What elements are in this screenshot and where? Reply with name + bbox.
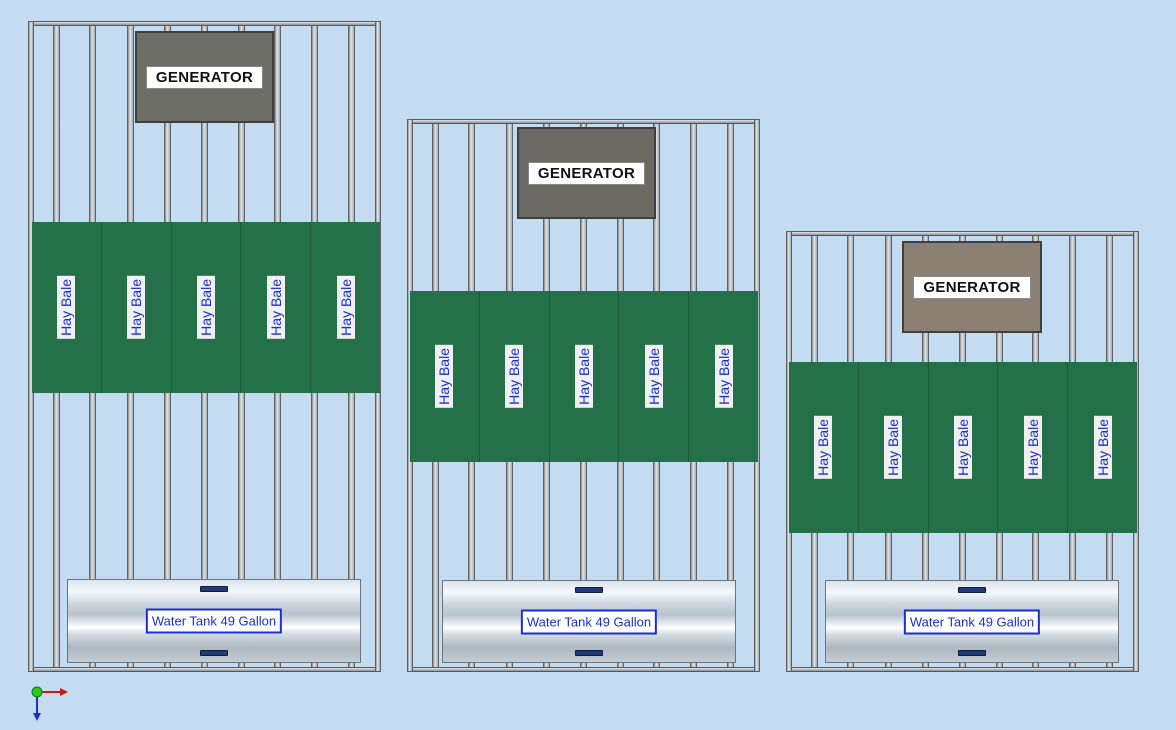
water-tank-label: Water Tank 49 Gallon [520,609,658,634]
bottom-rail [407,667,760,672]
hay-bale[interactable]: Hay Bale [100,222,171,393]
hay-bale-label: Hay Bale [714,345,733,408]
hay-bale[interactable]: Hay Bale [170,222,241,393]
hay-bale-label: Hay Bale [953,416,972,479]
hay-bale[interactable]: Hay Bale [240,222,310,393]
axis-triad-icon [31,686,68,721]
cage-frame-1: GENERATOR Hay Bale Hay Bale Hay Bale Hay… [28,21,381,672]
hay-bale-label: Hay Bale [644,345,663,408]
hay-bale-label: Hay Bale [266,276,285,339]
hay-bale[interactable]: Hay Bale [548,291,619,462]
hay-bale-label: Hay Bale [196,276,215,339]
hay-bale-row: Hay Bale Hay Bale Hay Bale Hay Bale Hay … [410,291,758,462]
generator-label: GENERATOR [913,275,1031,299]
water-tank-label: Water Tank 49 Gallon [145,608,283,634]
generator-box[interactable]: GENERATOR [135,31,274,123]
cage-frame-3: GENERATOR Hay Bale Hay Bale Hay Bale Hay… [786,231,1139,672]
bottom-rail [786,667,1139,672]
hay-bale[interactable]: Hay Bale [927,362,998,533]
generator-box[interactable]: GENERATOR [517,127,656,219]
water-tank[interactable]: Water Tank 49 Gallon [825,580,1119,663]
tank-top-fitting [575,587,603,593]
bottom-rail [28,667,381,672]
cage-frame-2: GENERATOR Hay Bale Hay Bale Hay Bale Hay… [407,119,760,672]
hay-bale[interactable]: Hay Bale [1067,362,1137,533]
hay-bale[interactable]: Hay Bale [310,222,380,393]
generator-label: GENERATOR [145,65,264,89]
tank-bottom-fitting [575,650,603,656]
tank-bottom-fitting [958,650,986,656]
hay-bale-row: Hay Bale Hay Bale Hay Bale Hay Bale Hay … [32,222,380,393]
hay-bale-label: Hay Bale [57,276,76,339]
hay-bale-row: Hay Bale Hay Bale Hay Bale Hay Bale Hay … [789,362,1137,533]
water-tank[interactable]: Water Tank 49 Gallon [67,579,361,663]
tank-top-fitting [958,587,986,593]
hay-bale-label: Hay Bale [336,276,355,339]
hay-bale[interactable]: Hay Bale [32,222,101,393]
hay-bale[interactable]: Hay Bale [618,291,688,462]
hay-bale[interactable]: Hay Bale [688,291,758,462]
water-tank-label: Water Tank 49 Gallon [903,609,1041,634]
hay-bale[interactable]: Hay Bale [410,291,479,462]
hay-bale[interactable]: Hay Bale [857,362,928,533]
generator-label: GENERATOR [527,161,646,185]
tank-bottom-fitting [200,650,228,656]
hay-bale-label: Hay Bale [884,416,903,479]
tank-top-fitting [200,586,228,592]
generator-box[interactable]: GENERATOR [902,241,1042,333]
hay-bale-label: Hay Bale [574,345,593,408]
hay-bale[interactable]: Hay Bale [478,291,549,462]
hay-bale[interactable]: Hay Bale [997,362,1067,533]
water-tank[interactable]: Water Tank 49 Gallon [442,580,736,663]
hay-bale[interactable]: Hay Bale [789,362,858,533]
hay-bale-label: Hay Bale [505,345,524,408]
hay-bale-label: Hay Bale [814,416,833,479]
hay-bale-label: Hay Bale [1023,416,1042,479]
hay-bale-label: Hay Bale [1093,416,1112,479]
hay-bale-label: Hay Bale [127,276,146,339]
hay-bale-label: Hay Bale [435,345,454,408]
